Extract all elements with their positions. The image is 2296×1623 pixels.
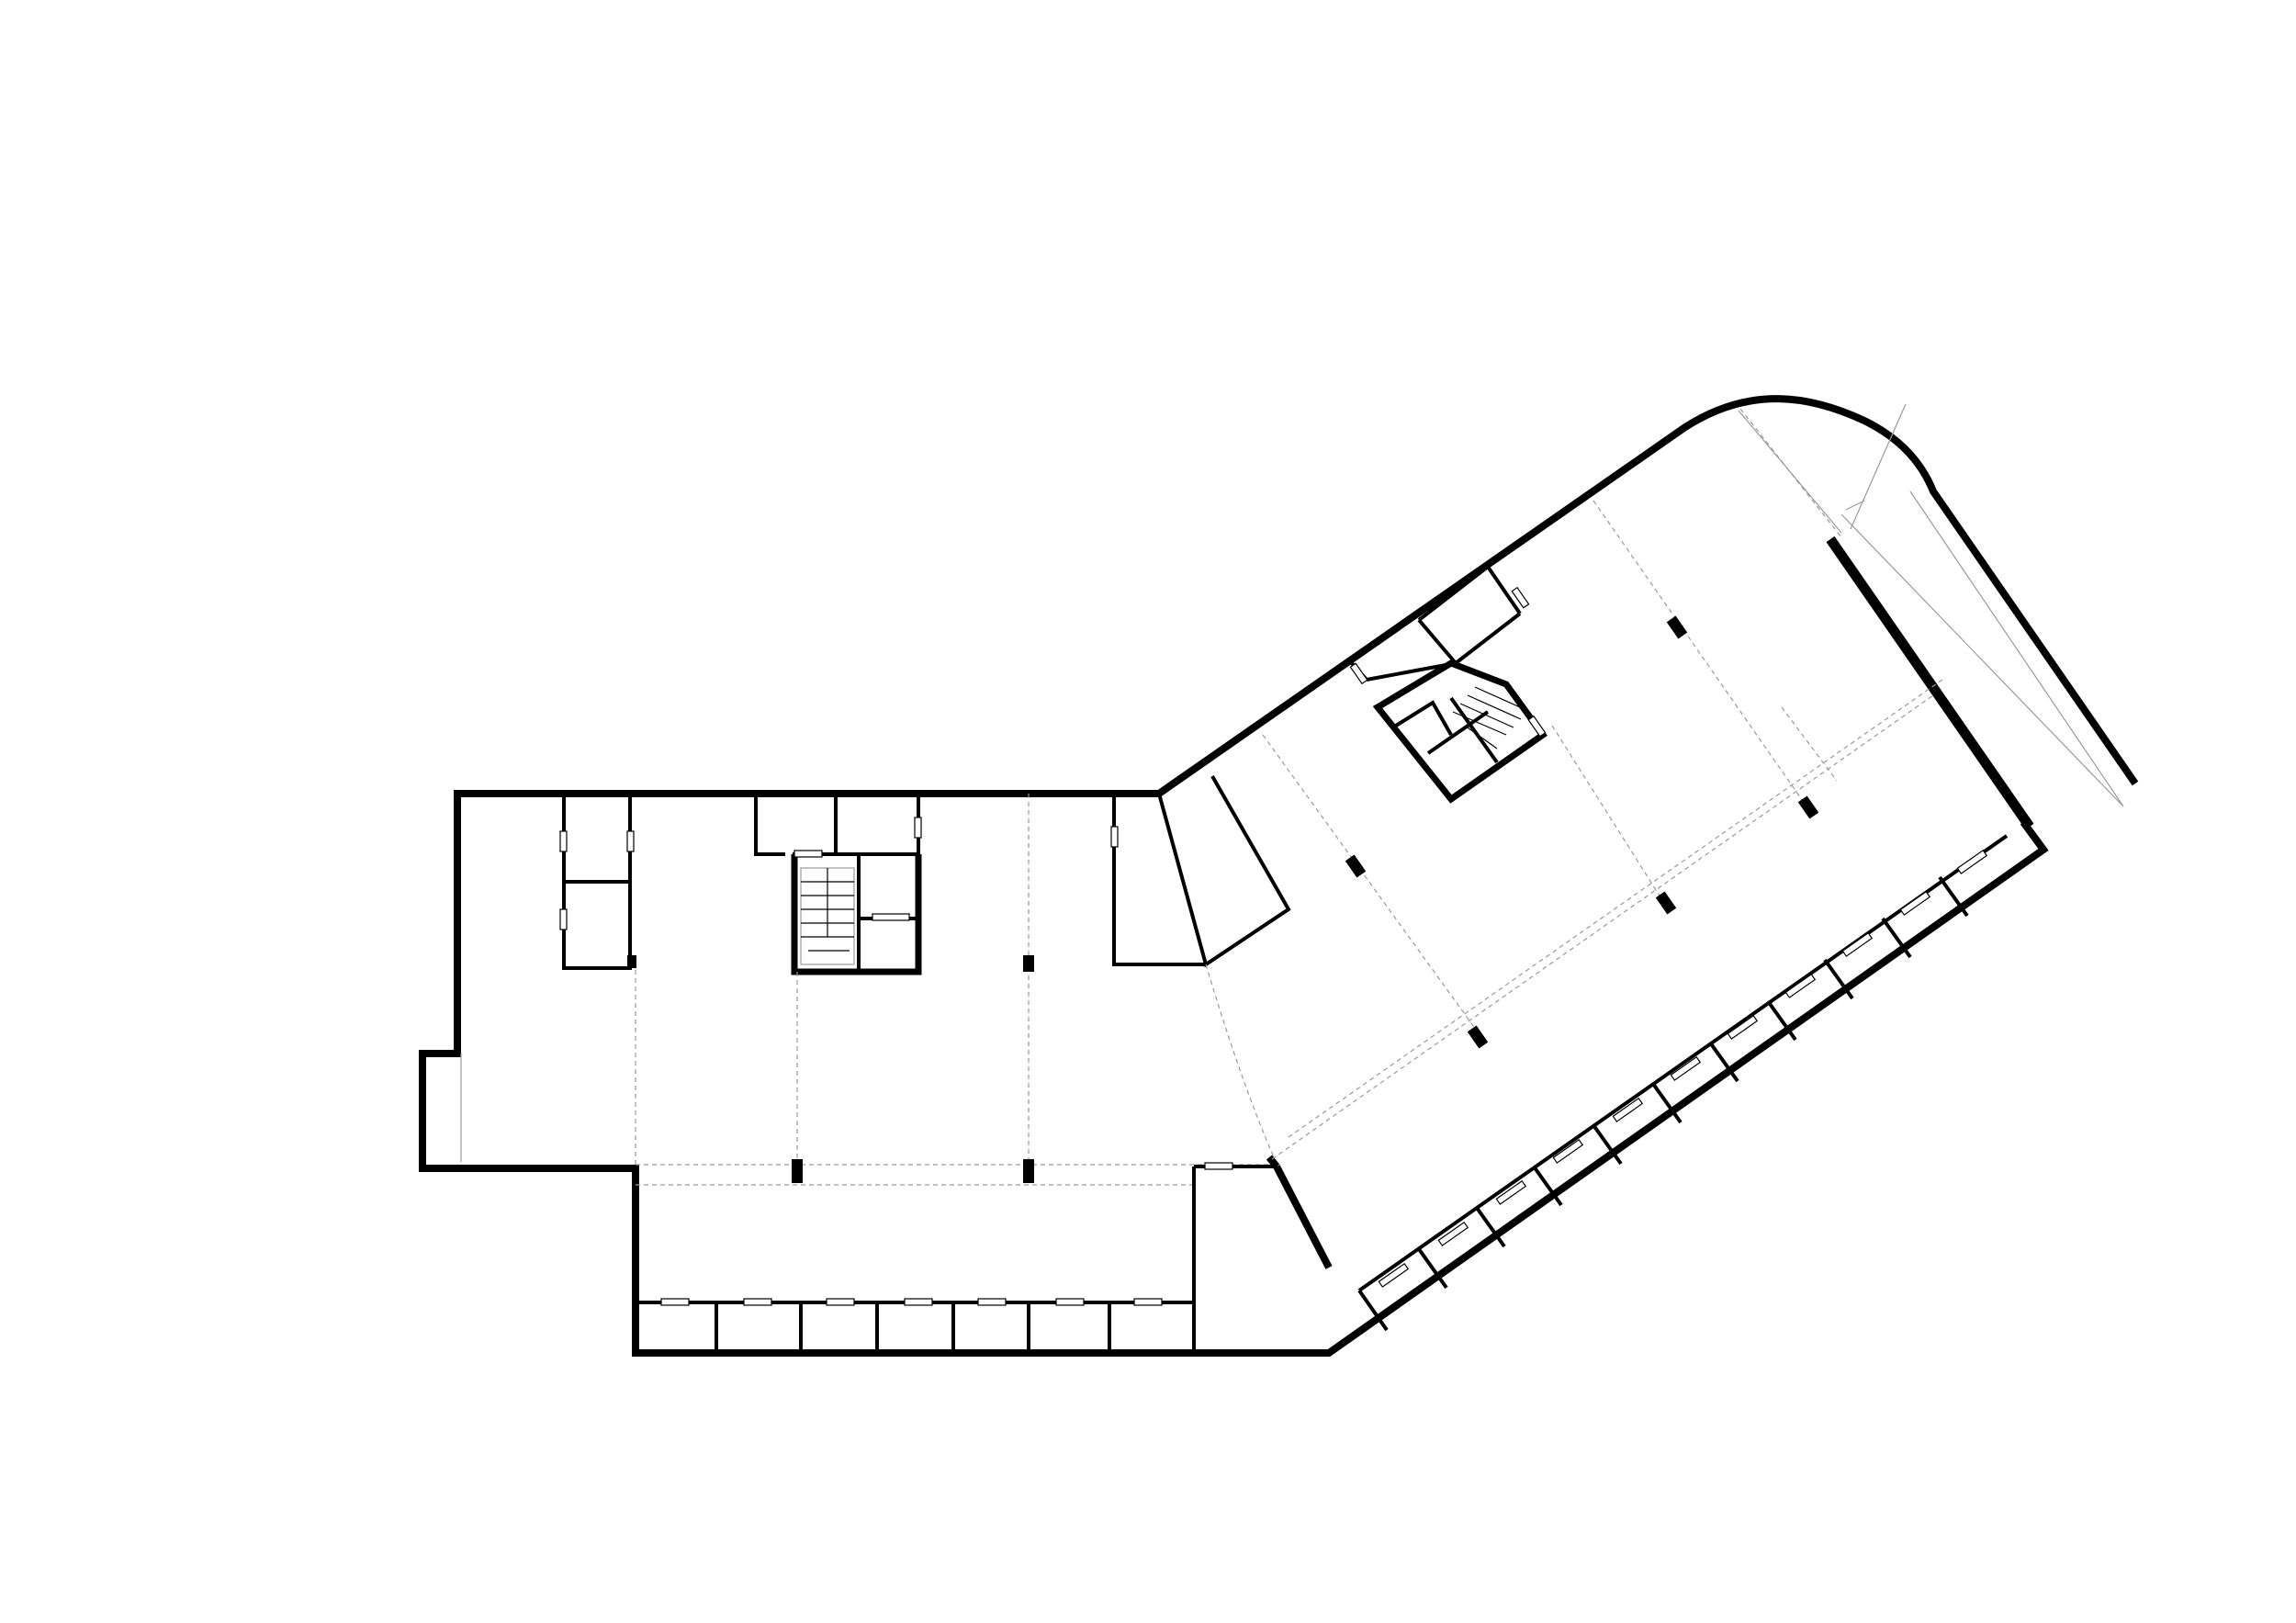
structural-grid-west	[460, 794, 1277, 1186]
junction-diagonal-wall	[1266, 1155, 1333, 1269]
stair-core-east-inner	[1394, 696, 1499, 764]
east-rooms-north-walls	[1348, 565, 1522, 682]
windows-south-west	[660, 1162, 1233, 1306]
outer-wall-west-wing	[419, 790, 2049, 1357]
south-cells-east-walls	[1357, 834, 2009, 1332]
stair-west	[800, 867, 855, 965]
windows-west-rooms	[559, 817, 1119, 930]
inner-wall-east-thick	[1826, 535, 2034, 830]
column	[1023, 955, 1034, 972]
column	[792, 1159, 803, 1183]
column	[627, 955, 636, 968]
windows-south-east	[1378, 849, 1988, 1288]
columns-east	[1345, 615, 1819, 1049]
structural-grid-east	[1262, 408, 1943, 1160]
stair-east	[1452, 686, 1529, 750]
windows-east-rooms	[1349, 586, 1547, 738]
outer-wall-north-curve	[1156, 395, 2139, 797]
south-cells-west-walls	[636, 1165, 1277, 1353]
room-west-junction-walls	[1112, 794, 1206, 966]
junction-wedge-walls	[1157, 775, 1291, 968]
junction-grid	[1205, 964, 1276, 1160]
stair-core-west-outline	[791, 854, 922, 975]
room-nw-walls	[562, 794, 632, 970]
column	[1023, 1159, 1034, 1183]
stair-core-west-walls	[754, 794, 920, 974]
facade-east-thin	[1738, 403, 2124, 807]
